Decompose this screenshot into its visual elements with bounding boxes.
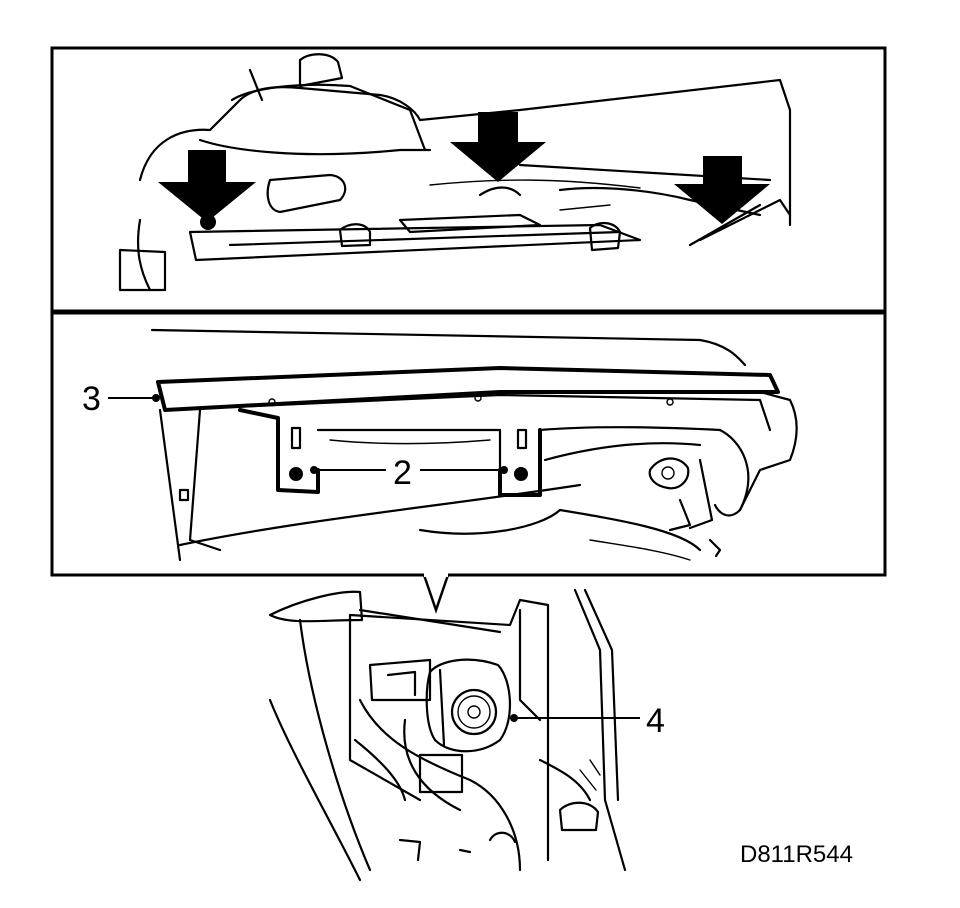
middle-panel: 3 2 [50,311,887,577]
arrow-down-left-icon [158,150,256,222]
arrow-down-right-icon [674,156,770,224]
callout-2-dot-right [500,466,508,474]
arrow-down-center-icon [450,112,546,182]
nut-left [289,467,303,481]
callout-2-label: 2 [393,454,412,492]
callout-2-dot-left [310,466,318,474]
scuttle-panel-drawing [150,328,798,562]
location-pointer [422,573,450,614]
top-panel [50,46,887,313]
windshield-wiper-area-drawing [118,53,792,292]
callout-3-label: 3 [82,380,101,418]
callout-3-dot [152,394,160,402]
bottom-location-view: 4 [268,588,665,882]
middle-panel-frame [50,311,887,577]
callout-4-dot [510,714,518,722]
callout-4-label: 4 [646,702,665,740]
nut-right [514,467,528,481]
figure-id-label: D811R544 [740,841,853,868]
